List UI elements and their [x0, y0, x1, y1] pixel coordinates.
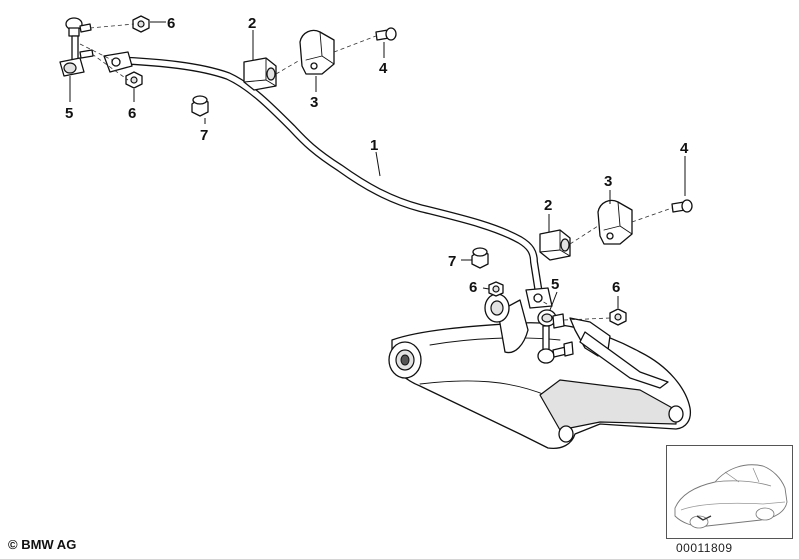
bolt-right — [671, 199, 693, 213]
callout-1: 1 — [370, 137, 378, 154]
assembly-lines — [79, 23, 673, 321]
callout-labels: 1 2 2 3 3 4 4 5 5 6 6 6 6 7 7 — [65, 15, 689, 311]
rubber-mount-right — [539, 229, 571, 261]
callout-2-right: 2 — [544, 197, 552, 214]
lock-nut-right — [471, 247, 489, 269]
vehicle-inset-thumbnail — [666, 445, 793, 539]
bolt-top — [375, 27, 397, 41]
callout-7-left: 7 — [200, 127, 208, 144]
nut-top — [132, 15, 150, 33]
callout-4-right: 4 — [680, 140, 689, 157]
callout-7-right: 7 — [448, 253, 456, 270]
drop-link-left — [59, 17, 94, 77]
callout-5-left: 5 — [65, 105, 73, 122]
clamp-bracket-right — [597, 199, 633, 245]
callout-6-mid: 6 — [469, 279, 477, 296]
callout-5-right: 5 — [551, 276, 559, 293]
copyright-label: © BMW AG — [8, 537, 77, 552]
link-bracket — [569, 317, 669, 389]
nut-left — [125, 71, 143, 89]
callout-3-right: 3 — [604, 173, 612, 190]
nut-mid — [488, 281, 504, 297]
callout-6-right: 6 — [612, 279, 620, 296]
callout-6-left: 6 — [128, 105, 136, 122]
lock-nut-left — [191, 95, 209, 117]
callout-2-top: 2 — [248, 15, 256, 32]
callout-3-top: 3 — [310, 94, 318, 111]
callout-4-top: 4 — [379, 60, 388, 77]
arm-joint — [484, 293, 510, 323]
car-outline-icon — [674, 464, 788, 529]
diagram-reference-number: 00011809 — [676, 541, 733, 555]
stabilizer-bar — [103, 51, 553, 309]
callout-6-top: 6 — [167, 15, 175, 32]
clamp-bracket-top — [299, 29, 335, 75]
rubber-mount-top — [243, 57, 277, 91]
nut-right — [609, 308, 627, 326]
drop-link-right — [537, 309, 574, 364]
